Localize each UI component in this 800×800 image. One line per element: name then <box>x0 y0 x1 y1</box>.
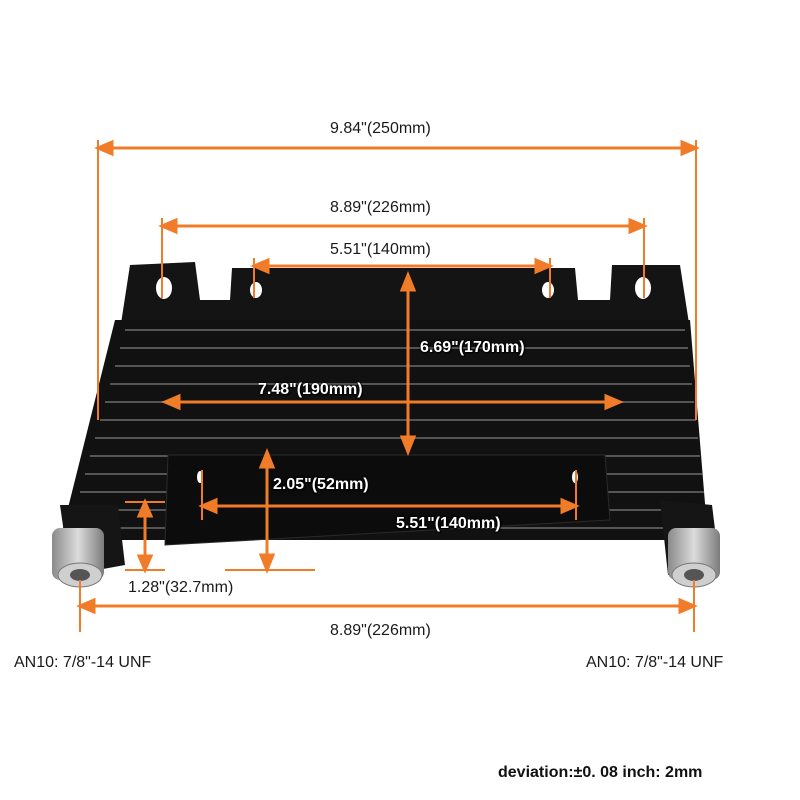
overall-width-label: 9.84"(250mm) <box>330 120 431 137</box>
fitting-height-label: 1.28"(32.7mm) <box>128 579 234 596</box>
bracket-hole-right <box>542 282 554 298</box>
oil-cooler-body <box>60 262 720 575</box>
mount-hole-span-label: 8.89"(226mm) <box>330 199 431 216</box>
left-fitting-thread-label: AN10: 7/8"-14 UNF <box>14 654 152 671</box>
fitting-span-label: 8.89"(226mm) <box>330 622 431 639</box>
fitting-left <box>52 528 104 588</box>
bottom-bracket-holes-label: 5.51"(140mm) <box>396 515 501 532</box>
fitting-right <box>668 528 720 588</box>
deviation-note: deviation:±0. 08 inch: 2mm <box>498 764 703 781</box>
dimension-lines <box>76 139 700 632</box>
top-bracket-holes-label: 5.51"(140mm) <box>330 241 431 258</box>
bracket-hole-left <box>250 282 262 298</box>
top-mount-bracket <box>120 262 690 330</box>
bottom-mount-bracket <box>164 454 611 546</box>
bottom-bracket-height-label: 2.05"(52mm) <box>273 476 369 493</box>
core-width-label: 7.48"(190mm) <box>258 381 363 398</box>
right-fitting-thread-label: AN10: 7/8"-14 UNF <box>586 654 724 671</box>
mount-hole-left <box>156 277 172 299</box>
height-label: 6.69"(170mm) <box>420 339 525 356</box>
